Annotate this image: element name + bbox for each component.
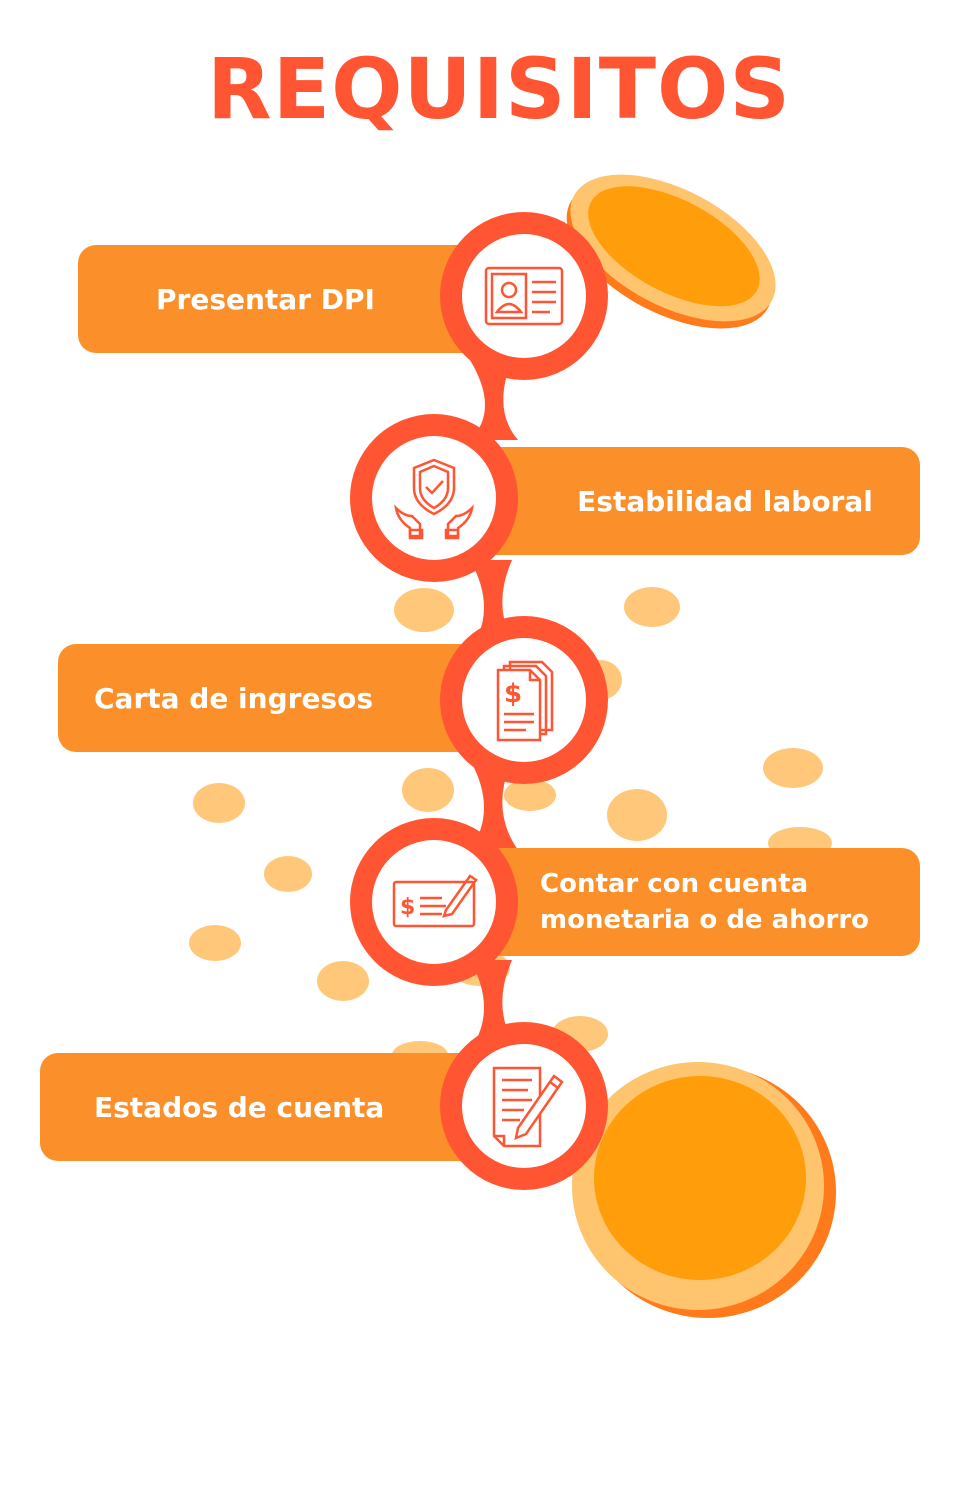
document-pen-icon [492,1066,564,1148]
step-3-label: Carta de ingresos [94,681,374,715]
step-5-label-pill: Estados de cuenta [40,1053,480,1161]
step-4-label: Contar con cuenta monetaria o de ahorro [540,869,870,935]
step-2-ring [350,414,518,582]
step-5-ring [440,1022,608,1190]
shield-hands-icon [394,458,474,540]
id-card-icon [484,266,564,326]
step-1-label-pill: Presentar DPI [78,245,478,353]
step-3-label-pill: Carta de ingresos [58,644,478,752]
step-1-label: Presentar DPI [156,282,375,316]
check-pen-icon: $ [392,874,478,928]
step-4-ring: $ [350,818,518,986]
coin-top [566,174,776,329]
step-1-ring [440,212,608,380]
page-title: REQUISITOS [207,40,791,138]
step-5-label: Estados de cuenta [94,1090,385,1124]
step-3-ring: $ [440,616,608,784]
step-2-label: Estabilidad laboral [577,484,873,518]
dollar-documents-icon: $ [496,660,554,742]
step-4-label-pill: Contar con cuenta monetaria o de ahorro [490,848,920,956]
step-2-label-pill: Estabilidad laboral [490,447,920,555]
svg-text:$: $ [400,895,415,920]
svg-text:$: $ [504,679,522,709]
coin-bottom [572,1062,836,1318]
